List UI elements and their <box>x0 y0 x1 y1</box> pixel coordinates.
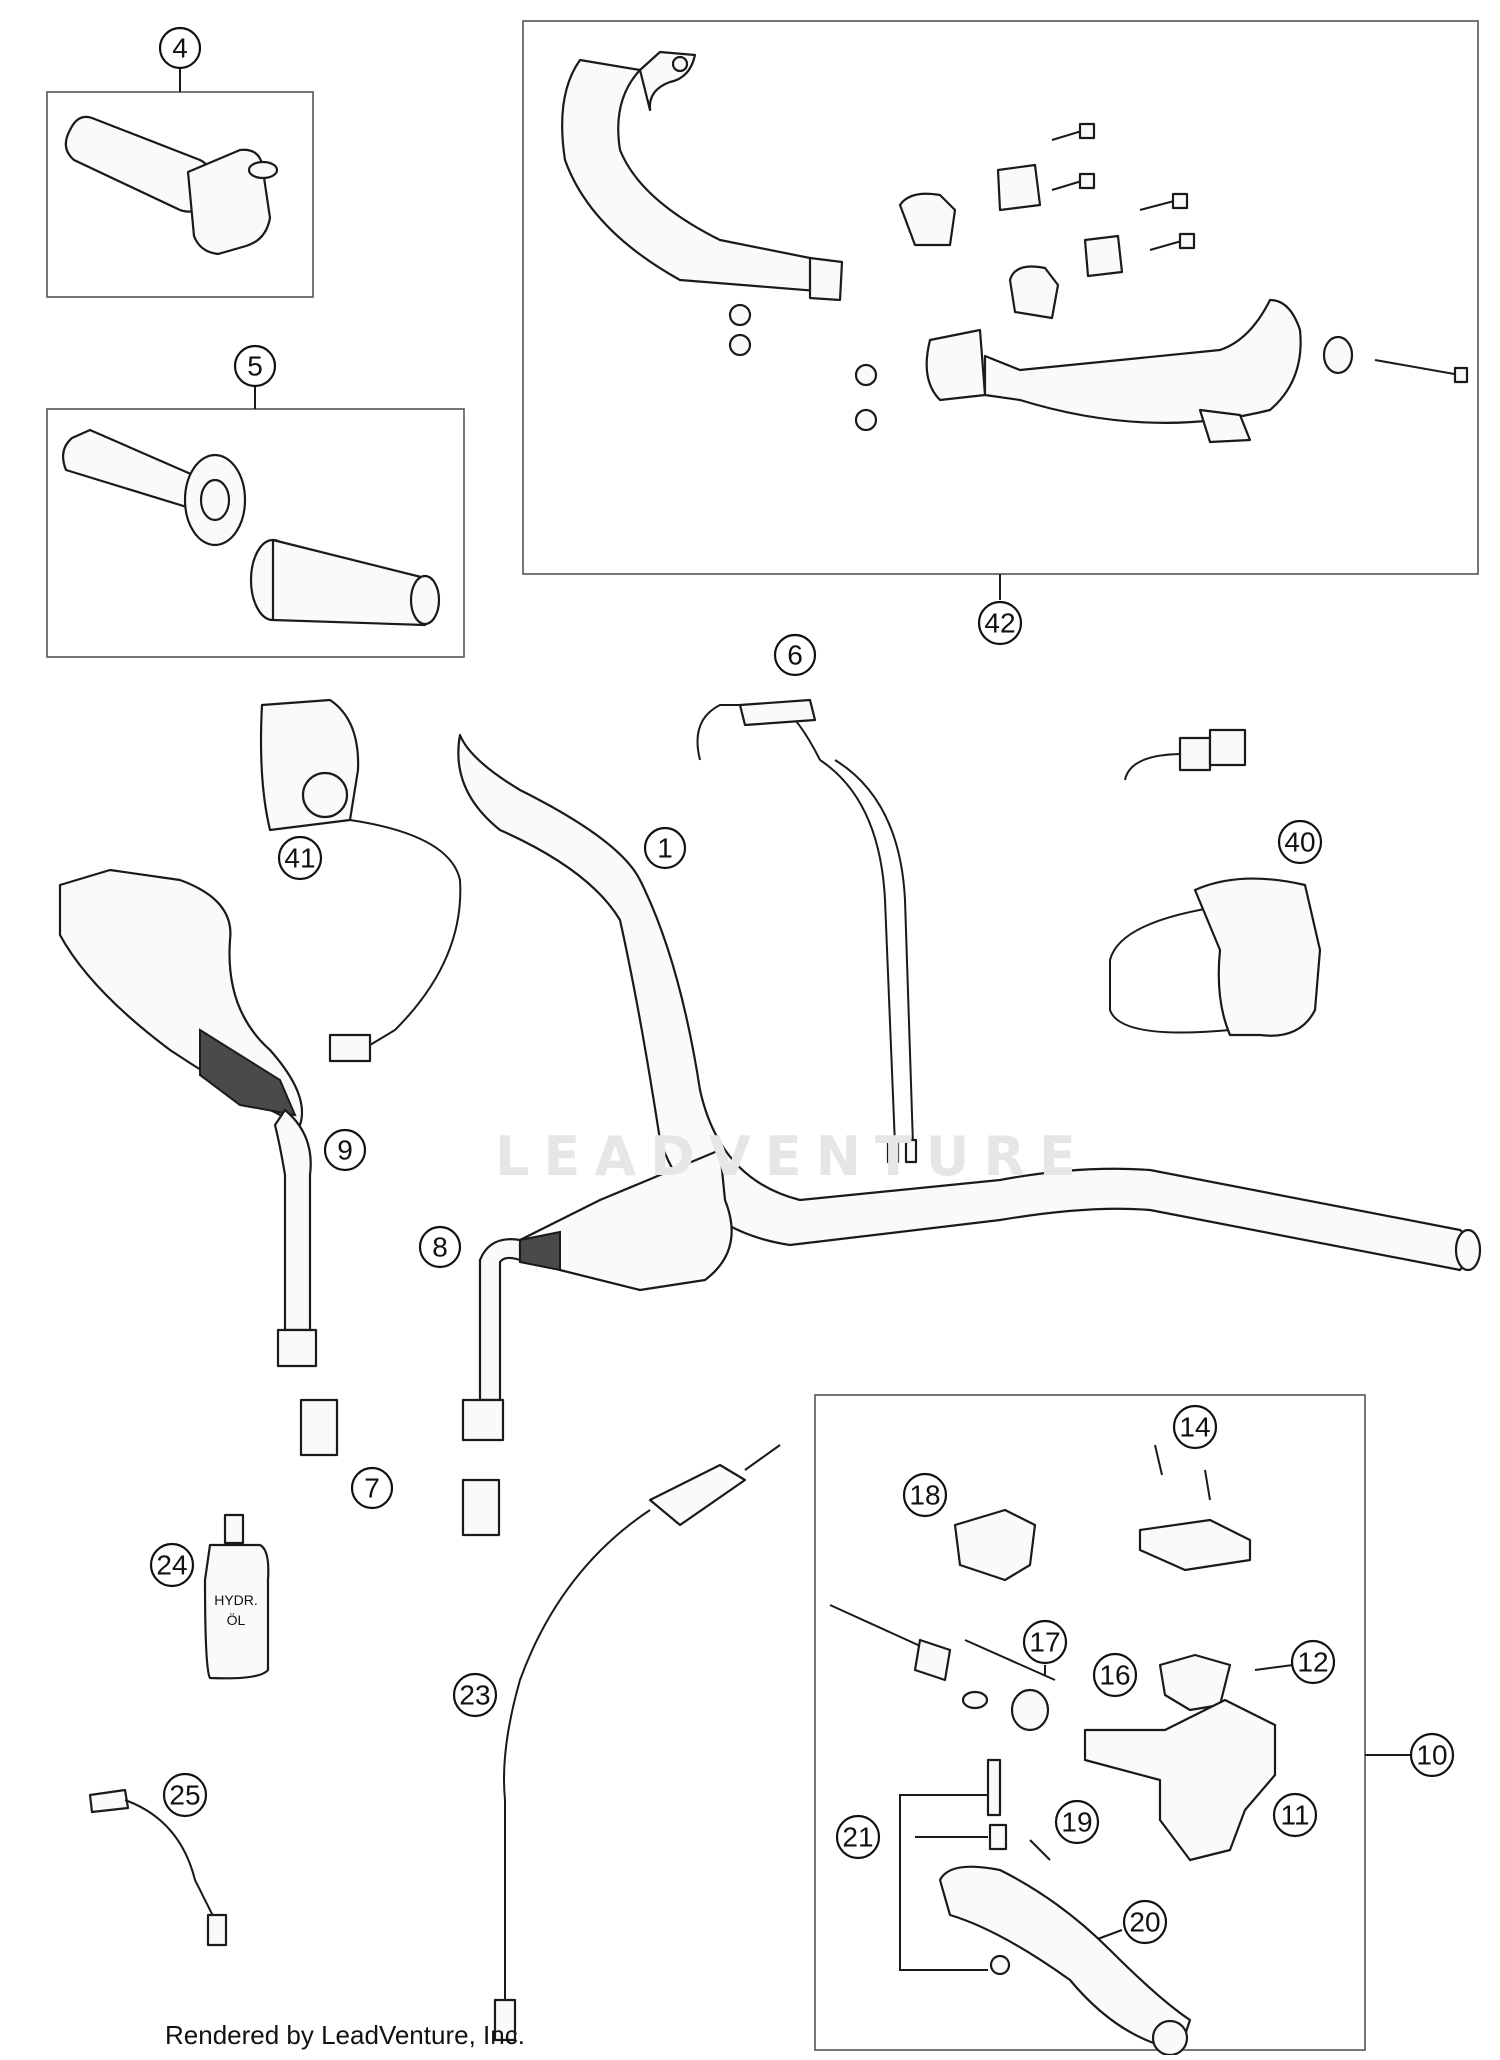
callout-14: 14 <box>1172 1404 1218 1450</box>
callout-10: 10 <box>1409 1732 1455 1778</box>
callout-23-label: 23 <box>459 1680 490 1711</box>
callout-5: 5 <box>233 344 277 388</box>
throttle-grip-part <box>64 115 279 256</box>
callout-19: 19 <box>1054 1799 1100 1845</box>
handguard-kit-part <box>561 50 1469 444</box>
throttle-cable-part <box>696 698 918 1164</box>
callout-18: 18 <box>902 1472 948 1518</box>
callout-16: 16 <box>1092 1652 1138 1698</box>
left-switch-part <box>259 698 462 1063</box>
callout-5-label: 5 <box>247 351 263 382</box>
callout-6-label: 6 <box>787 640 803 671</box>
callout-16-label: 16 <box>1099 1660 1130 1691</box>
callout-42: 42 <box>977 600 1023 646</box>
callout-19-label: 19 <box>1061 1807 1092 1838</box>
callout-21: 21 <box>835 1814 881 1860</box>
callout-8-label: 8 <box>432 1232 448 1263</box>
leader-lines <box>179 68 1410 1971</box>
callout-24: 24 <box>149 1542 195 1588</box>
callout-40-label: 40 <box>1284 827 1315 858</box>
callout-24-label: 24 <box>156 1550 187 1581</box>
callout-7-label: 7 <box>364 1473 380 1504</box>
callout-42-label: 42 <box>984 608 1015 639</box>
callout-41: 41 <box>277 835 323 881</box>
sensor-cable-part <box>88 1788 228 1947</box>
box-brake-master-cylinder <box>814 1394 1366 2051</box>
callout-20: 20 <box>1122 1899 1168 1945</box>
box-handguard-kit <box>522 20 1479 575</box>
bottle-label-line1: HYDR. <box>214 1592 258 1608</box>
callout-17: 17 <box>1022 1619 1068 1665</box>
footer-credit: Rendered by LeadVenture, Inc. <box>165 2020 525 2050</box>
callout-10-label: 10 <box>1416 1740 1447 1771</box>
callout-12-label: 12 <box>1297 1647 1328 1678</box>
callout-23: 23 <box>452 1672 498 1718</box>
callout-25-label: 25 <box>169 1780 200 1811</box>
callout-40: 40 <box>1277 819 1323 865</box>
callout-17-label: 17 <box>1029 1627 1060 1658</box>
right-mirror-part <box>461 1148 733 1537</box>
callout-4: 4 <box>158 26 202 70</box>
callout-18-label: 18 <box>909 1480 940 1511</box>
left-mirror-part <box>58 868 339 1457</box>
hydraulic-oil-bottle-part: HYDR. ÖL <box>203 1513 270 1680</box>
grip-set-part <box>61 428 441 627</box>
callout-11: 11 <box>1272 1792 1318 1838</box>
callout-11-label: 11 <box>1280 1800 1309 1831</box>
callout-1: 1 <box>643 826 687 870</box>
right-switch-part <box>1109 728 1322 1037</box>
callout-9-label: 9 <box>337 1135 353 1166</box>
callout-7: 7 <box>350 1466 394 1510</box>
handlebar-part <box>457 733 1482 1272</box>
callout-6: 6 <box>773 633 817 677</box>
brake-master-cylinder-parts <box>829 1444 1277 2057</box>
callout-8: 8 <box>418 1225 462 1269</box>
watermark: LEADVENTURE <box>495 1125 1090 1188</box>
front-cable-part <box>493 1444 781 2042</box>
callout-12: 12 <box>1290 1639 1336 1685</box>
callout-25: 25 <box>162 1772 208 1818</box>
callout-20-label: 20 <box>1129 1907 1160 1938</box>
callout-4-label: 4 <box>172 33 188 64</box>
bottle-label-line2: ÖL <box>227 1611 246 1628</box>
callout-41-label: 41 <box>284 843 315 874</box>
callout-21-label: 21 <box>842 1822 873 1853</box>
callout-14-label: 14 <box>1179 1412 1210 1443</box>
callout-1-label: 1 <box>657 833 673 864</box>
callout-9: 9 <box>323 1128 367 1172</box>
